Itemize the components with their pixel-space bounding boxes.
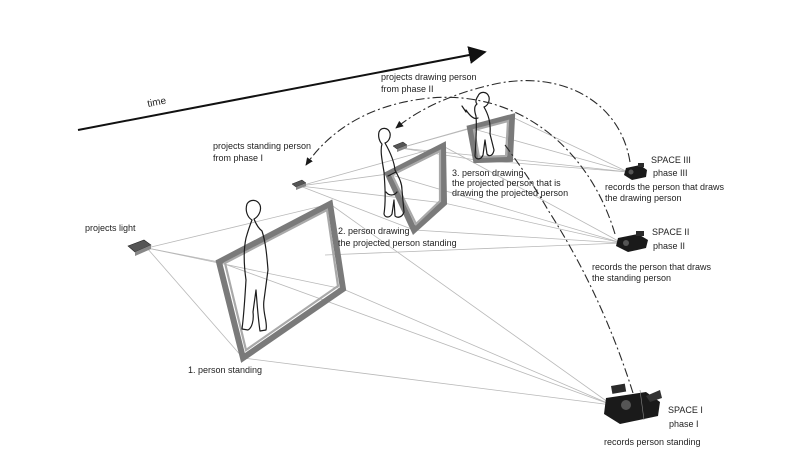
- screen-phase-3: [466, 113, 516, 164]
- phase-1-projector-icon: [291, 179, 307, 190]
- drawing-person-figure: [378, 127, 405, 218]
- space-2-caption: records the person that draws the standi…: [592, 262, 714, 283]
- space-1-caption: records person standing: [604, 437, 701, 447]
- person-standing-label: 1. person standing: [188, 365, 262, 375]
- phase-2-feedback-arrow: [305, 96, 616, 235]
- sight-lines-space-2: [324, 145, 623, 256]
- phase-2-projector-icon: [392, 141, 408, 152]
- video-camera-space-1-icon: [604, 383, 662, 424]
- space-3-label: SPACE III: [651, 155, 691, 165]
- projects-standing-person-label: projects standing person from phase I: [213, 141, 314, 163]
- space-1-label: SPACE I: [668, 405, 703, 415]
- standing-person-figure: [241, 199, 269, 332]
- screen-phase-2: [384, 141, 448, 235]
- time-label: time: [146, 95, 167, 109]
- sight-lines-space-1: [218, 203, 613, 406]
- phase-1-to-3-link: [504, 144, 634, 394]
- light-projector-icon: [127, 239, 152, 256]
- video-camera-space-2-icon: [616, 231, 648, 252]
- person-drawing-label: 2. person drawing the projected person s…: [338, 226, 457, 248]
- time-arrow: [77, 46, 487, 131]
- projection-rays-phase-2: [299, 145, 445, 231]
- phase-3-feedback-arrow: [395, 80, 631, 163]
- phase-1-label: phase I: [669, 419, 699, 429]
- projection-rays-phase-1: [146, 203, 344, 359]
- space-2-label: SPACE II: [652, 227, 689, 237]
- space-3-caption: records the person that draws the drawin…: [605, 182, 727, 203]
- screen-phase-1: [215, 199, 347, 363]
- video-camera-space-3-icon: [624, 163, 647, 180]
- phase-2-label: phase II: [653, 241, 685, 251]
- projects-drawing-person-label: projects drawing person from phase II: [381, 72, 479, 94]
- sight-lines-space-3: [469, 116, 629, 173]
- person-drawing-drawing-label: 3. person drawing the projected person t…: [452, 168, 568, 198]
- projects-light-label: projects light: [85, 223, 136, 233]
- drawing-person-figure-phase-3: [461, 91, 495, 160]
- phase-3-label: phase III: [653, 168, 688, 178]
